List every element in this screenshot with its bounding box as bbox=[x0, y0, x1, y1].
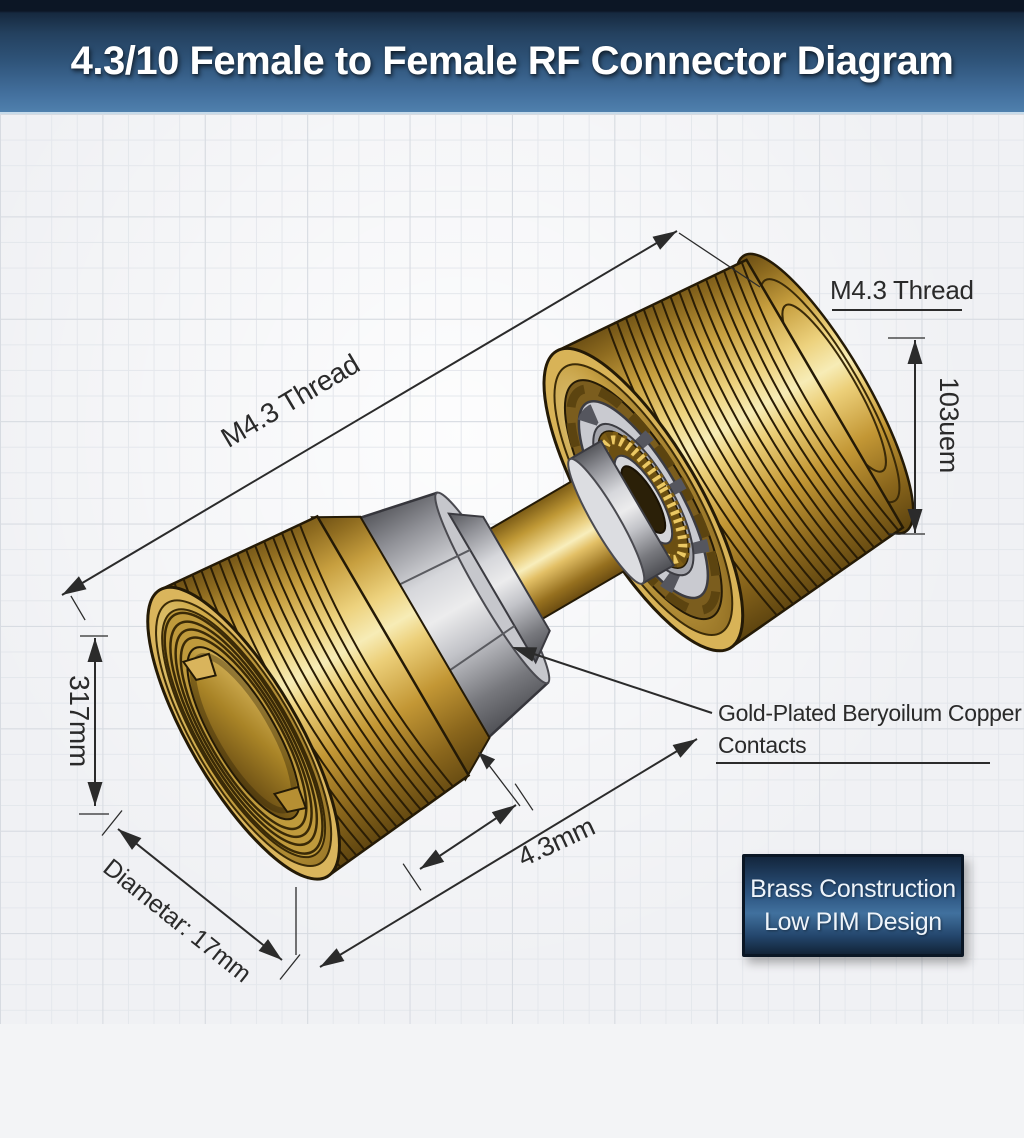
arrowhead bbox=[320, 948, 345, 967]
coupling-nut bbox=[355, 491, 551, 742]
connector-diagram-canvas: M4.3 Thread M4.3 Thread 103uem 317mm Dia… bbox=[61, 230, 1022, 988]
spec-line-construction: Brass Construction bbox=[750, 874, 956, 903]
arrowhead bbox=[907, 340, 923, 364]
gold-contact-coil bbox=[599, 435, 688, 564]
dim-label-height-left: 317mm bbox=[64, 675, 95, 767]
dim-height-left: 317mm bbox=[64, 635, 109, 815]
connector-illustration bbox=[146, 249, 915, 881]
dim-label-depth-right: 103uem bbox=[934, 377, 964, 473]
title-banner: 4.3/10 Female to Female RF Connector Dia… bbox=[0, 0, 1024, 114]
dim-label-thread-right: M4.3 Thread bbox=[830, 275, 974, 305]
left-inner-threads bbox=[163, 611, 324, 855]
left-key-notch-bottom bbox=[272, 785, 308, 814]
arrowhead bbox=[652, 231, 677, 250]
arrowhead bbox=[420, 849, 445, 869]
left-bore bbox=[186, 646, 301, 821]
dim-nut-width bbox=[402, 752, 534, 891]
center-shaft bbox=[477, 439, 676, 627]
connector-left bbox=[146, 512, 491, 881]
note-contacts-line1: Gold-Plated Beryoilum Copper bbox=[718, 700, 1022, 726]
arrowhead bbox=[118, 829, 142, 850]
left-key-notch-top bbox=[181, 652, 217, 681]
arrowhead bbox=[672, 739, 697, 758]
grid-drawing-area: M4.3 Thread M4.3 Thread 103uem 317mm Dia… bbox=[0, 114, 1024, 1024]
dim-depth-right: 103uem bbox=[888, 337, 964, 535]
arrowhead bbox=[87, 782, 103, 806]
spec-line-pim: Low PIM Design bbox=[764, 907, 942, 936]
dim-label-pin-width: 4.3mm bbox=[513, 811, 599, 872]
spec-info-box: Brass Construction Low PIM Design bbox=[742, 854, 964, 957]
callout-thread-right: M4.3 Thread bbox=[830, 275, 974, 311]
connector-right bbox=[542, 249, 915, 653]
nut-facets bbox=[395, 549, 516, 674]
arrowhead bbox=[491, 805, 516, 825]
page-title: 4.3/10 Female to Female RF Connector Dia… bbox=[70, 38, 954, 83]
arrowhead bbox=[258, 939, 282, 960]
arrowhead bbox=[512, 647, 538, 662]
note-contacts-line2: Contacts bbox=[718, 732, 806, 758]
nut-step bbox=[447, 512, 551, 665]
callout-contacts: Gold-Plated Beryoilum Copper Contacts bbox=[512, 647, 1022, 764]
arrowhead bbox=[478, 752, 496, 770]
collet-slots bbox=[575, 402, 711, 597]
arrowhead bbox=[87, 638, 103, 662]
arrowhead bbox=[907, 509, 923, 533]
arrowhead bbox=[62, 576, 87, 595]
dim-label-overall-thread: M4.3 Thread bbox=[216, 348, 365, 454]
shaft-collar-edge bbox=[567, 457, 646, 585]
